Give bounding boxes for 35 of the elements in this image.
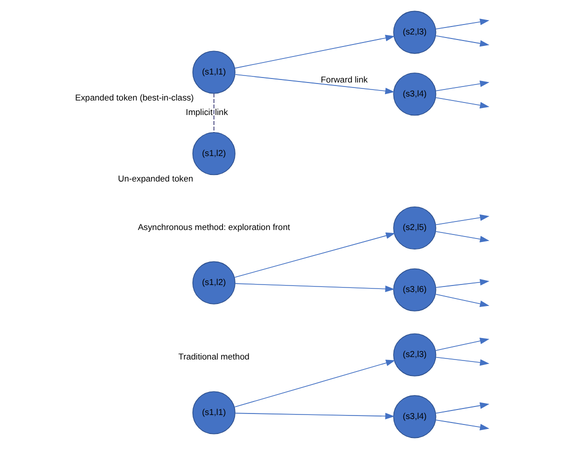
- arrow: [434, 80, 489, 92]
- arrow: [434, 420, 489, 430]
- arrow: [434, 278, 489, 288]
- node-circle: (s2,l3): [392, 333, 436, 376]
- arrow: [434, 231, 489, 242]
- arrow: [434, 402, 489, 414]
- node-circle: (s1,l2): [192, 261, 235, 304]
- arrow: [434, 214, 489, 226]
- node-label: Un-expanded token: [118, 174, 193, 184]
- arrow: [234, 232, 395, 278]
- arrow: [434, 338, 489, 351]
- arrow: [234, 283, 394, 292]
- node-circle: (s2,l5): [392, 206, 436, 250]
- node-circle: (s3,l4): [392, 72, 436, 116]
- arrow: [434, 18, 489, 30]
- node-circle: (s1,l2): [192, 132, 235, 176]
- arrow: [234, 412, 394, 420]
- arrow: [434, 97, 489, 109]
- edge-label: Implicit link: [185, 107, 228, 118]
- edge-label: Forward link: [320, 74, 368, 84]
- node-circle: (s3,l4): [392, 395, 436, 438]
- node-circle: (s1,l1): [192, 50, 235, 94]
- node-circle: (s3,l6): [392, 268, 436, 312]
- arrow: [234, 34, 394, 69]
- arrow: [434, 35, 489, 47]
- node-label: Expanded token (best-in-class): [74, 92, 194, 102]
- arrow: [234, 74, 394, 94]
- arrow: [434, 294, 489, 307]
- label: Traditional method: [178, 351, 249, 362]
- connector: [213, 93, 214, 133]
- node-circle: (s2,l3): [392, 10, 436, 54]
- node-circle: (s1,l1): [192, 391, 235, 434]
- label: Asynchronous method: exploration front: [137, 222, 290, 232]
- arrow: [434, 356, 489, 366]
- arrow: [234, 360, 395, 408]
